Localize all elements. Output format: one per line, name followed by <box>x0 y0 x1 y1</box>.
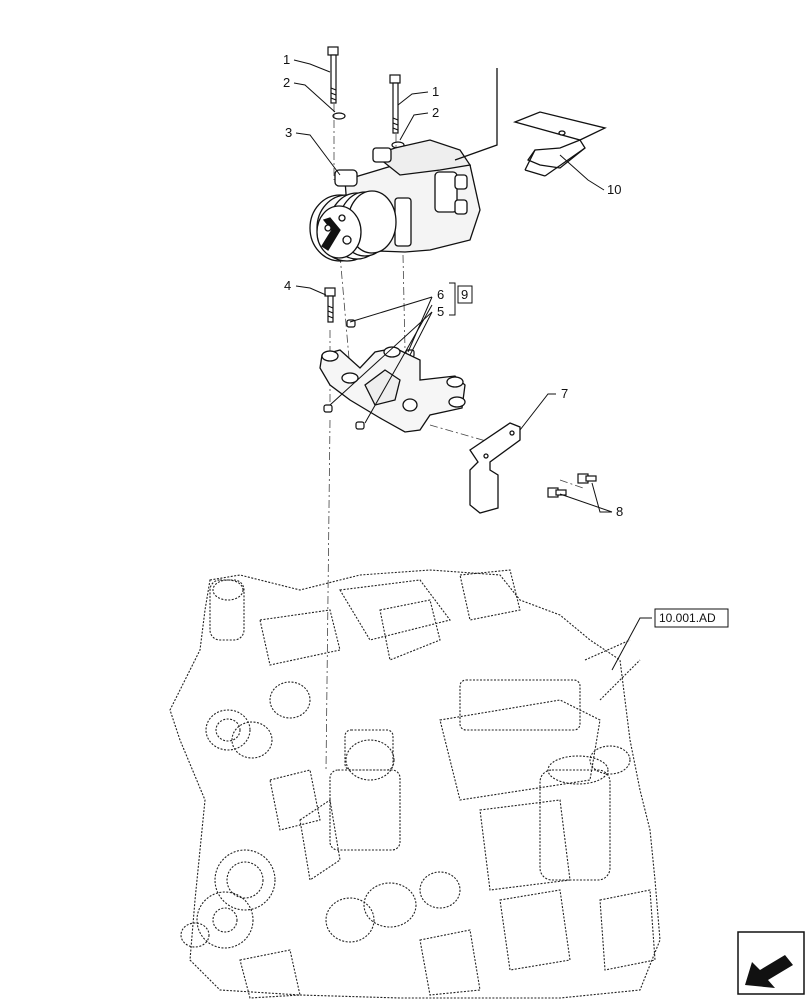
callout-4: 4 <box>284 278 291 293</box>
callout-1-right: 1 <box>432 84 439 99</box>
leader-lines <box>293 59 652 671</box>
callout-9: 9 <box>461 287 468 302</box>
bolts-8 <box>547 473 597 498</box>
arrow-nav-icon[interactable] <box>737 931 805 995</box>
callout-3: 3 <box>285 125 292 140</box>
callout-7: 7 <box>561 386 568 401</box>
compressor-mounting-bracket <box>319 346 466 433</box>
callout-9-box <box>457 285 473 304</box>
callout-2-left: 2 <box>283 75 290 90</box>
screw-4 <box>324 287 336 323</box>
bracket-plate-7 <box>469 422 521 514</box>
callout-10: 10 <box>607 182 621 197</box>
callout-6: 6 <box>437 287 444 302</box>
callout-5: 5 <box>437 304 444 319</box>
callout-8: 8 <box>616 504 623 519</box>
ac-compressor <box>309 139 481 262</box>
callout-2-right: 2 <box>432 105 439 120</box>
bracket-10 <box>512 111 607 177</box>
bolt-1-left <box>327 46 339 104</box>
divider-line <box>454 68 498 161</box>
washer-2-left <box>332 112 346 120</box>
bolt-1-right <box>389 74 401 134</box>
callout-1-left: 1 <box>283 52 290 67</box>
engine-assembly <box>169 569 661 999</box>
reference-box-label: 10.001.AD <box>659 611 716 625</box>
reference-box[interactable] <box>654 608 729 628</box>
